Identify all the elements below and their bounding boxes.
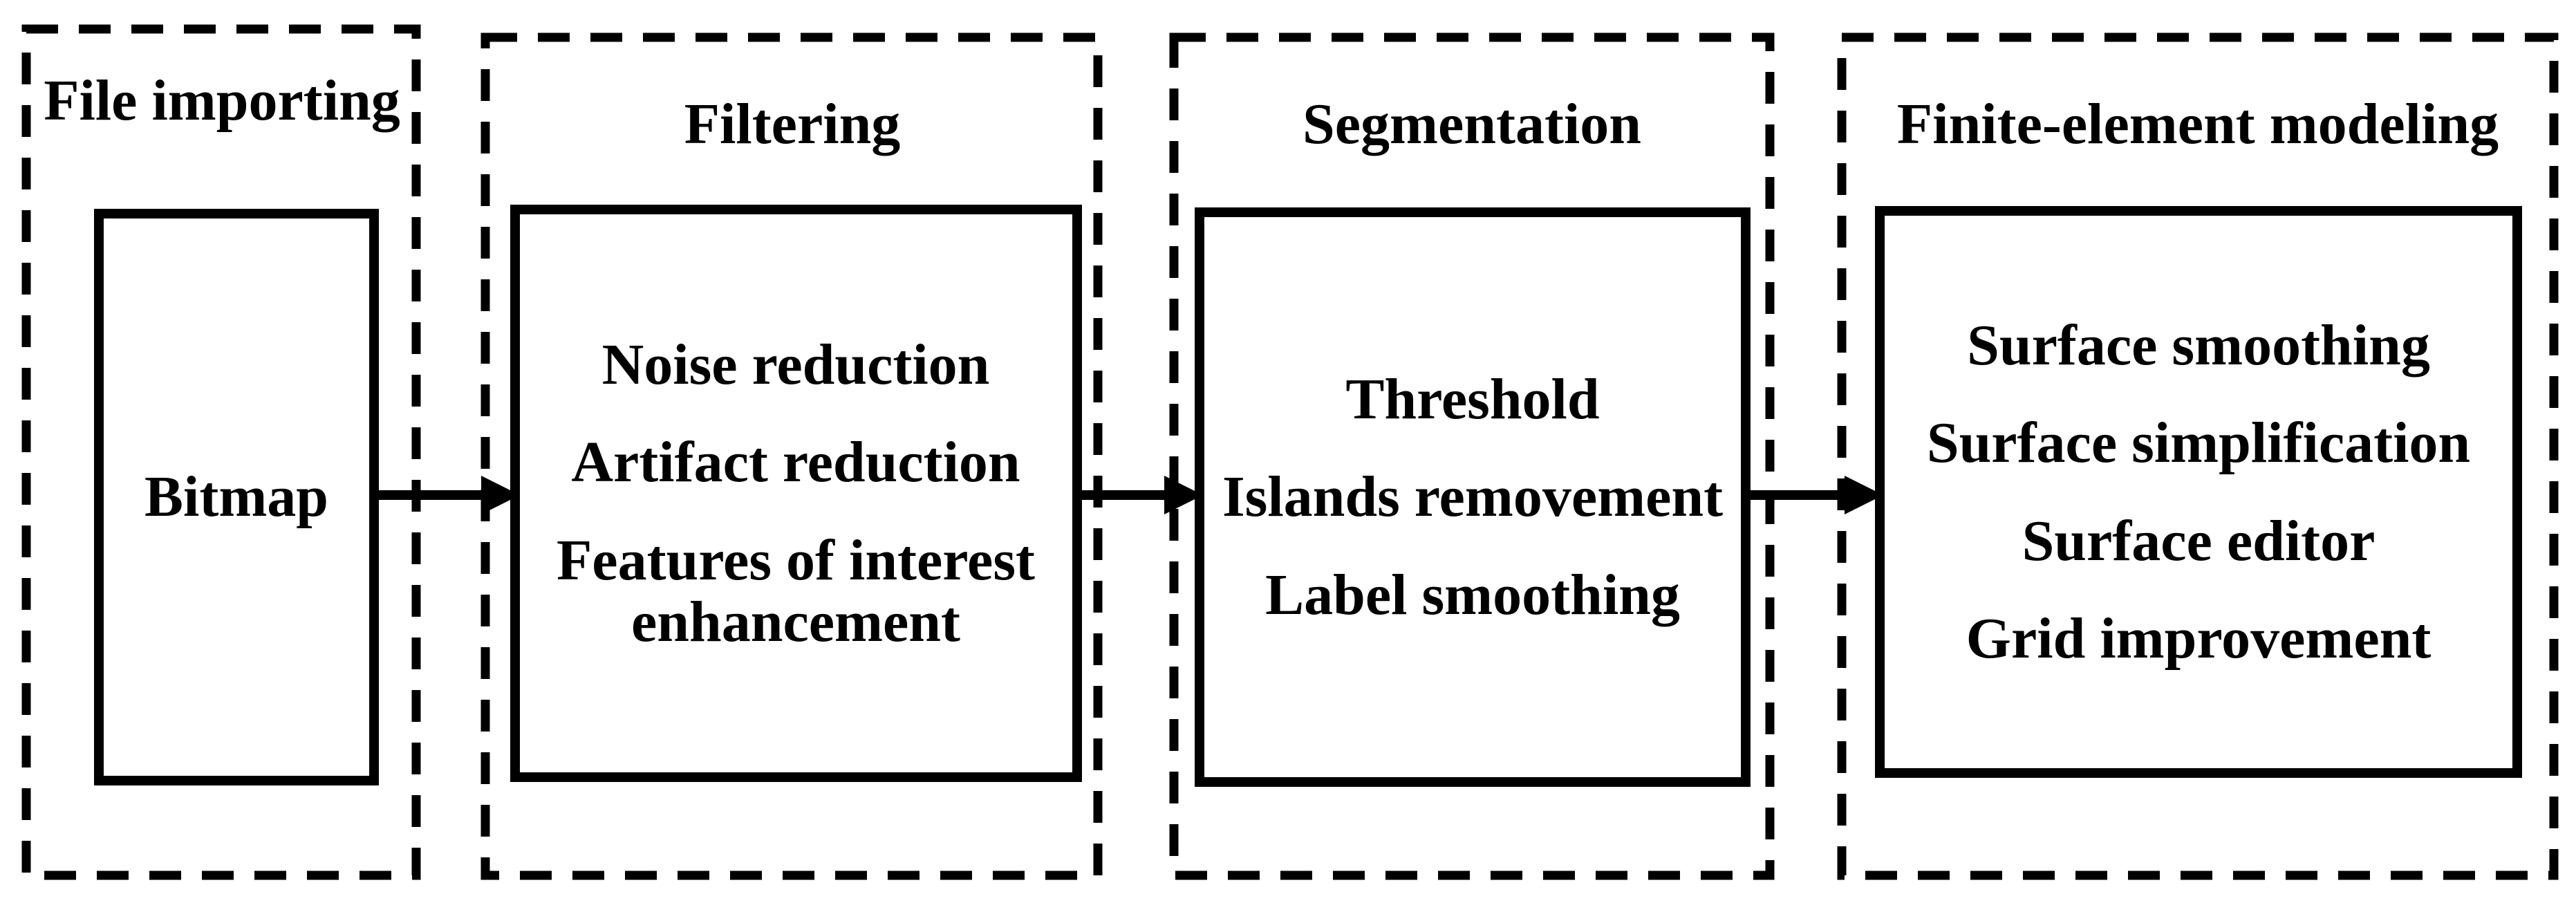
stage-item-threshold: Threshold bbox=[1345, 367, 1600, 432]
stage-outline-file-importing bbox=[21, 24, 421, 880]
stage-item-artifact-reduction: Artifact reduction bbox=[571, 430, 1020, 495]
stage-item-surface-smoothing: Surface smoothing bbox=[1967, 313, 2430, 378]
stage-item-grid-improvement: Grid improvement bbox=[1966, 606, 2432, 671]
stage-item-surface-editor: Surface editor bbox=[2022, 508, 2376, 573]
stage-outline-filtering bbox=[480, 32, 1103, 880]
stage-item-bitmap: Bitmap bbox=[144, 465, 329, 530]
stage-item-noise-reduction: Noise reduction bbox=[601, 333, 990, 398]
stage-items-filtering: Noise reduction Artifact reduction Featu… bbox=[520, 214, 1072, 772]
stage-item-surface-simplification: Surface simplification bbox=[1926, 411, 2471, 476]
stage-title-segmentation: Segmentation bbox=[1303, 92, 1641, 156]
stage-title-finite-element-modeling: Finite-element modeling bbox=[1896, 92, 2499, 156]
stage-item-features-of-interest-enhancement: Features of interest enhancement bbox=[556, 528, 1035, 654]
flow-arrow-icon-1 bbox=[379, 476, 520, 514]
stage-outline-segmentation bbox=[1169, 32, 1775, 880]
stage-items-file-importing: Bitmap bbox=[104, 218, 369, 776]
stage-outline-finite-element-modeling bbox=[1837, 32, 2559, 880]
stage-item-label-smoothing: Label smoothing bbox=[1265, 562, 1680, 627]
stage-item-islands-removement: Islands removement bbox=[1222, 465, 1724, 530]
inner-box-bitmap bbox=[94, 209, 379, 785]
flow-arrow-icon-2 bbox=[1081, 476, 1203, 514]
inner-box-finite-element-modeling bbox=[1875, 206, 2522, 778]
inner-box-segmentation bbox=[1195, 207, 1751, 787]
stage-items-segmentation: Threshold Islands removement Label smoot… bbox=[1204, 217, 1741, 777]
stage-title-file-importing: File importing bbox=[44, 68, 400, 133]
stage-items-finite-element-modeling: Surface smoothing Surface simplification… bbox=[1885, 216, 2512, 768]
flow-arrow-icon-3 bbox=[1751, 476, 1883, 514]
stage-title-filtering: Filtering bbox=[684, 92, 901, 156]
